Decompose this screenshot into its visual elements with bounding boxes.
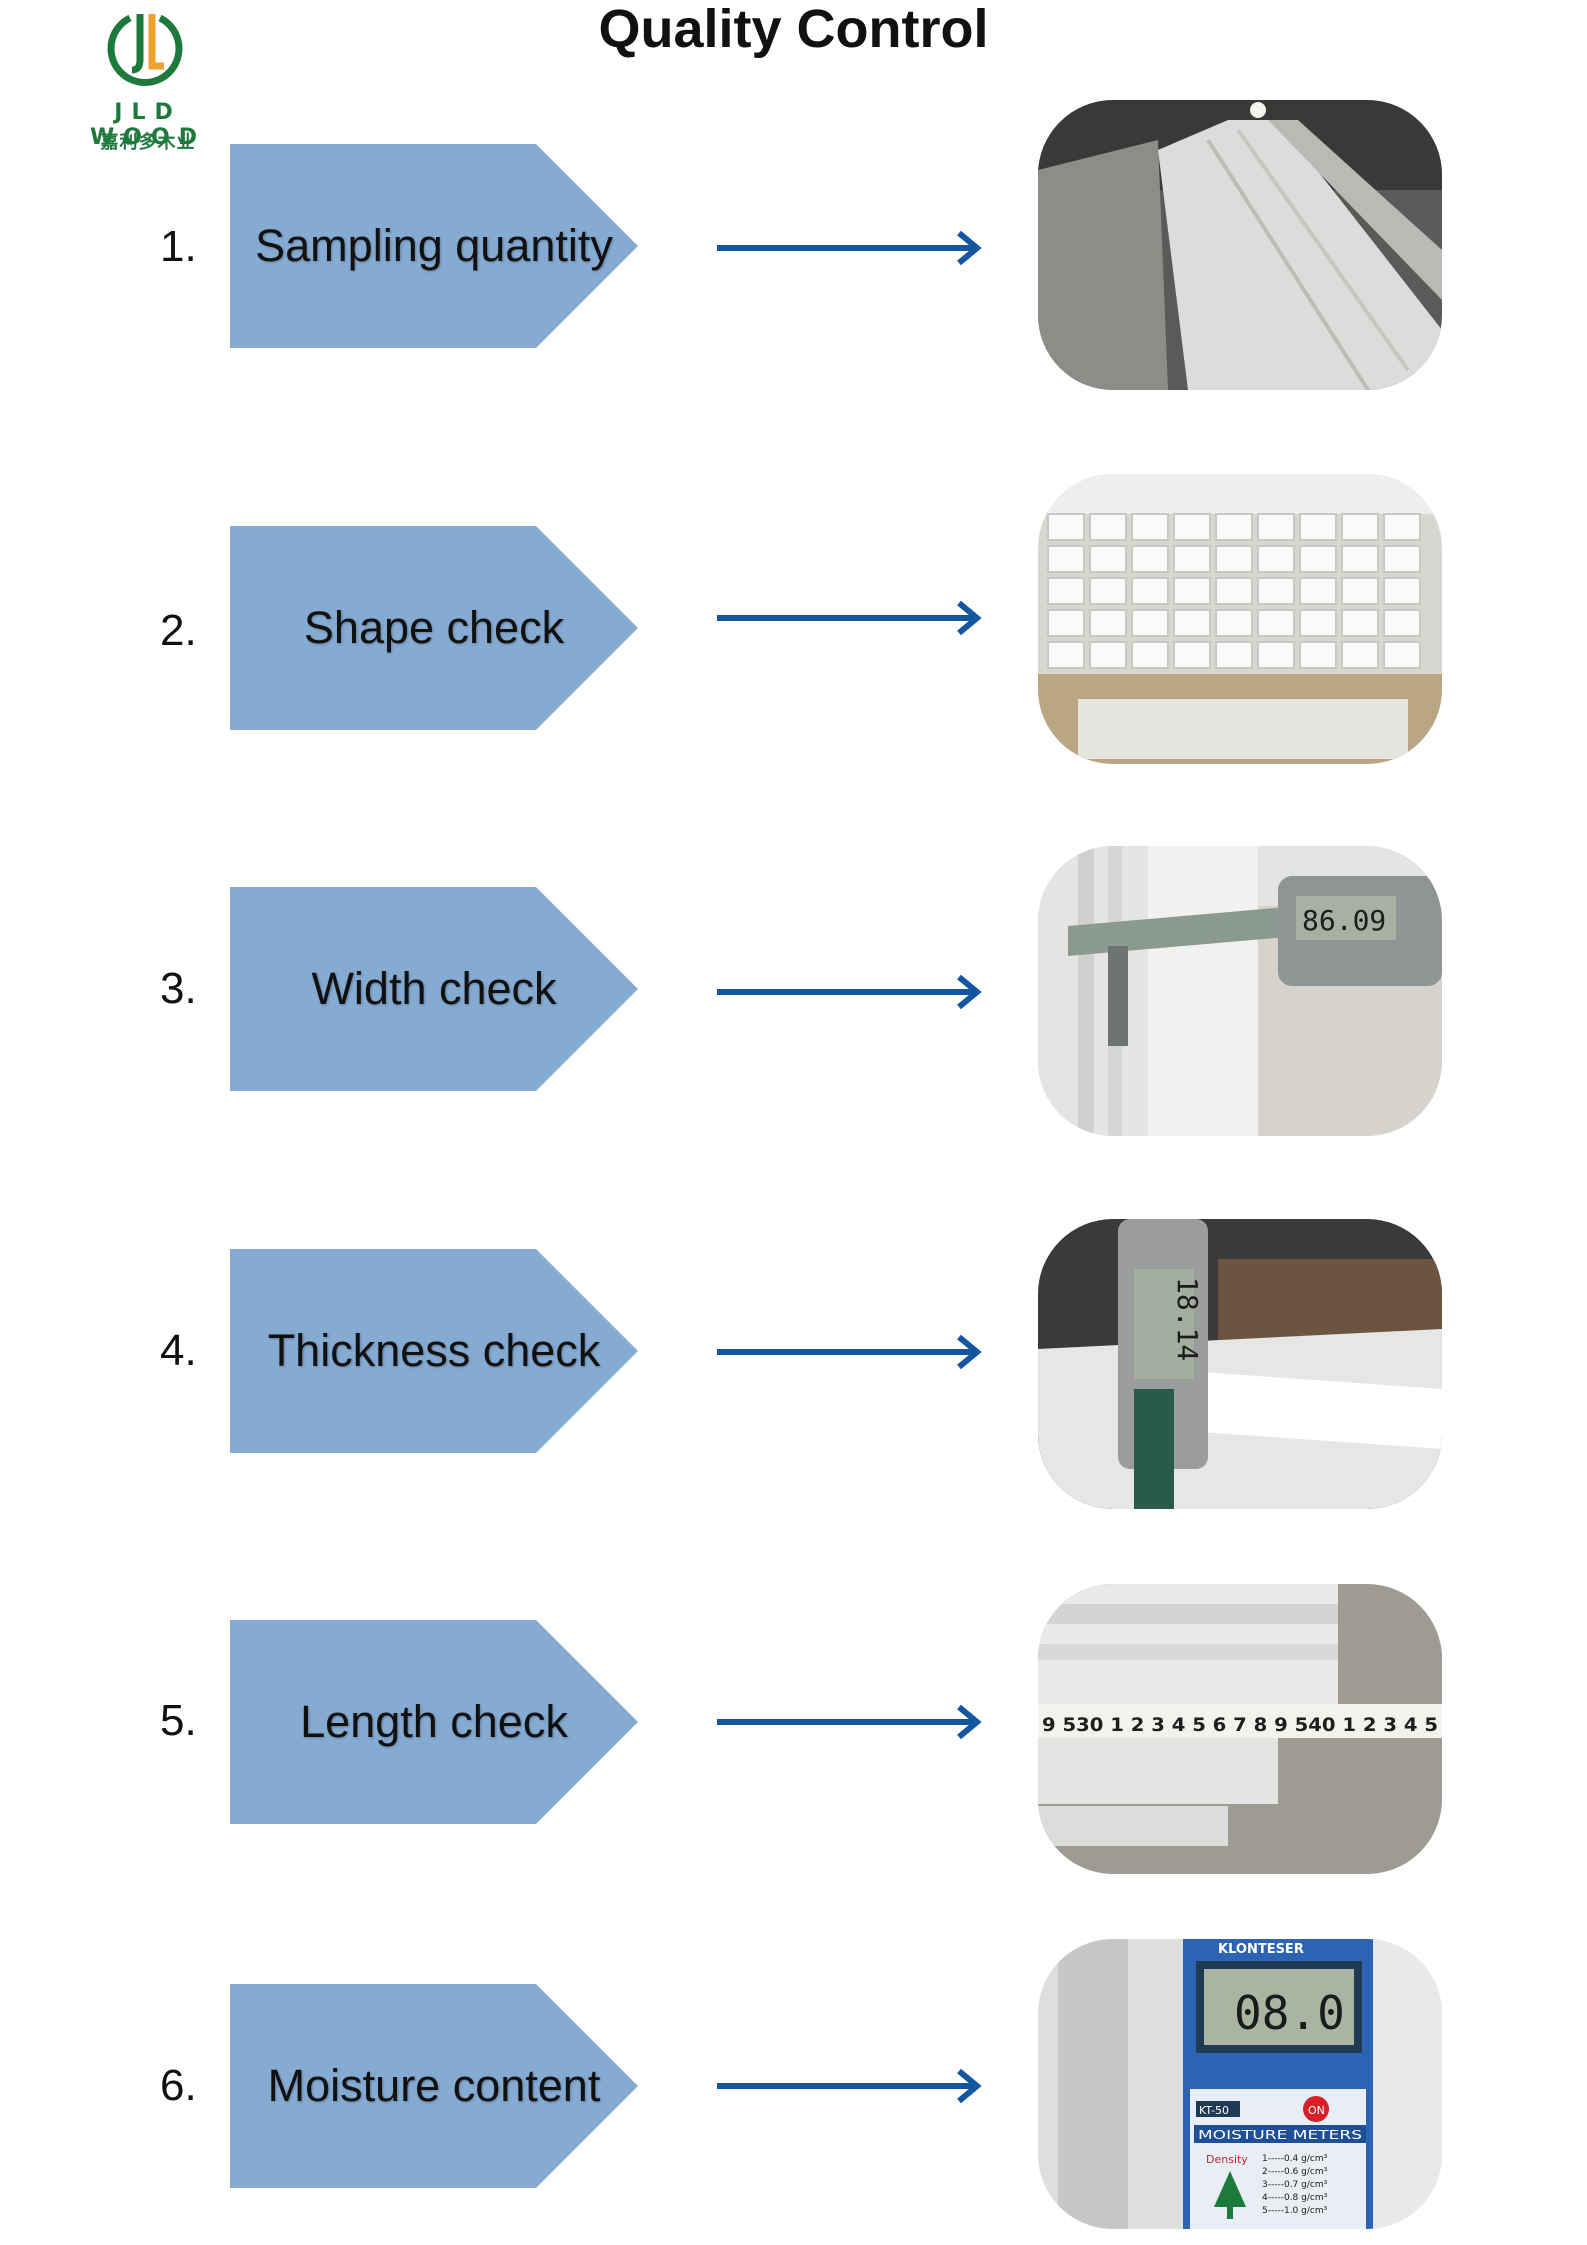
logo-brand-cn-text: 嘉利多木业 <box>100 132 196 153</box>
qc-step-5: 5. Length check 9 530 1 2 3 4 5 6 7 8 9 … <box>0 1584 1587 1874</box>
step-pentagon: Sampling quantity <box>230 144 638 348</box>
meter-density-label: Density <box>1206 2153 1248 2166</box>
step-label: Moisture content <box>267 2060 601 2111</box>
step-pentagon: Width check <box>230 887 638 1091</box>
caliper-readout: 86.09 <box>1302 904 1386 937</box>
tree-icon <box>1214 2171 1246 2207</box>
company-logo: JLD WOOD 嘉利多木业 <box>48 8 248 153</box>
right-arrow-icon <box>717 600 982 636</box>
step-pentagon: Moisture content <box>230 1984 638 2188</box>
qc-step-3: 3. Width check 86.09 <box>0 846 1587 1136</box>
qc-step-2: 2. Shape check <box>0 474 1587 764</box>
meter-model: KT-50 <box>1199 2104 1229 2117</box>
moisture-meter-photo: KLONTESER 08.0 KT-50 ON MOISTURE METERS … <box>1038 1939 1442 2229</box>
density-scale-5: 5-----1.0 g/cm³ <box>1262 2206 1328 2216</box>
measuring-tape-photo: 9 530 1 2 3 4 5 6 7 8 9 540 1 2 3 4 5 <box>1038 1584 1442 1874</box>
qc-step-6: 6. Moisture content KLONTESER 08.0 KT-50… <box>0 1939 1587 2229</box>
step-pentagon: Shape check <box>230 526 638 730</box>
step-label: Thickness check <box>267 1325 601 1376</box>
step-number: 1. <box>160 222 197 271</box>
step-number: 2. <box>160 606 197 655</box>
meter-name: MOISTURE METERS <box>1198 2128 1362 2142</box>
moulding-profile-ends-photo <box>1038 474 1442 764</box>
right-arrow-icon <box>717 1334 982 1370</box>
right-arrow-icon <box>717 974 982 1010</box>
density-scale-4: 4-----0.8 g/cm³ <box>1262 2193 1328 2203</box>
step-pentagon: Thickness check <box>230 1249 638 1453</box>
meter-reading: 08.0 <box>1234 1986 1345 2040</box>
density-scale-1: 1-----0.4 g/cm³ <box>1262 2154 1328 2164</box>
meter-on-label: ON <box>1308 2104 1325 2117</box>
stacked-moulding-warehouse-photo <box>1038 100 1442 390</box>
density-scale-3: 3-----0.7 g/cm³ <box>1262 2180 1328 2190</box>
jld-logo-mark-icon <box>107 14 183 87</box>
right-arrow-icon <box>717 230 982 266</box>
meter-brand: KLONTESER <box>1218 1942 1304 1957</box>
step-label: Shape check <box>303 602 565 653</box>
density-scale-2: 2-----0.6 g/cm³ <box>1262 2167 1328 2177</box>
page-title: Quality Control <box>598 0 989 59</box>
qc-step-1: 1. Sampling quantity <box>0 100 1587 390</box>
step-label: Width check <box>311 963 557 1014</box>
digital-caliper-width-photo: 86.09 <box>1038 846 1442 1136</box>
step-label: Length check <box>300 1696 568 1747</box>
right-arrow-icon <box>717 1704 982 1740</box>
logo-brand-text: JLD WOOD <box>90 100 206 150</box>
qc-step-4: 4. Thickness check 18.14 <box>0 1219 1587 1509</box>
tape-markings: 9 530 1 2 3 4 5 6 7 8 9 540 1 2 3 4 5 <box>1042 1714 1438 1736</box>
step-number: 4. <box>160 1326 197 1375</box>
step-number: 3. <box>160 964 197 1013</box>
step-number: 6. <box>160 2061 197 2110</box>
step-label: Sampling quantity <box>255 220 613 271</box>
step-pentagon: Length check <box>230 1620 638 1824</box>
caliper-readout: 18.14 <box>1171 1277 1204 1361</box>
step-number: 5. <box>160 1696 197 1745</box>
right-arrow-icon <box>717 2068 982 2104</box>
digital-caliper-thickness-photo: 18.14 <box>1038 1219 1442 1509</box>
